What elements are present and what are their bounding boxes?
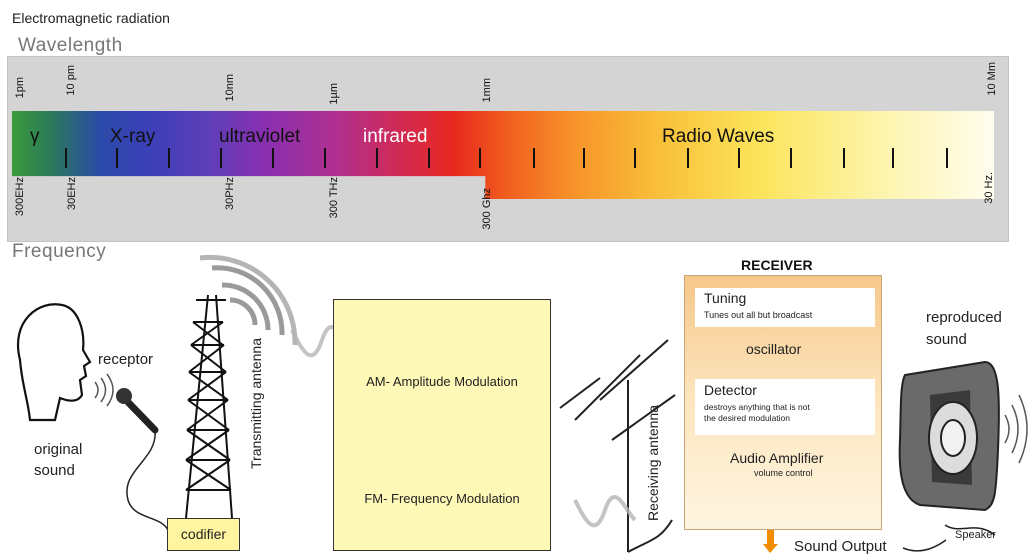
spectrum-tick [843,148,845,168]
band-radio-waves: Radio Waves [662,126,775,147]
spectrum-tick [272,148,274,168]
spectrum-tick [634,148,636,168]
spectrum-tick [116,148,118,168]
spectrum-tick [65,148,67,168]
detector-subtitle-line1: destroys anything that is not [704,402,810,412]
modulation-panel: AM- Amplitude Modulation FM- Frequency M… [333,299,551,551]
spectrum-tick [738,148,740,168]
tuning-subtitle: Tunes out all but broadcast [704,310,813,320]
detector-box [695,379,875,435]
spectrum-tick [583,148,585,168]
speaker-icon [898,360,1028,552]
reproduced-sound-label-line1: reproduced [926,309,1002,326]
receiver-title: RECEIVER [741,257,813,273]
spectrum-tick [946,148,948,168]
original-sound-label-line2: sound [34,462,75,479]
reproduced-sound-label-line2: sound [926,331,967,348]
diagram-title: Electromagnetic radiation [12,10,170,26]
am-label: AM- Amplitude Modulation [366,374,518,389]
receiving-antenna-label: Receiving antenna [645,405,661,521]
broadcast-rings-icon [199,254,298,346]
oscillator-label: oscillator [746,341,802,357]
band-gamma: γ [30,126,40,147]
band-infrared: infrared [363,126,428,147]
speaker-label: Speaker [955,529,996,541]
spectrum-tick [892,148,894,168]
tuning-box [695,288,875,327]
spectrum-tick [168,148,170,168]
detector-title: Detector [704,382,757,398]
volume-control-label: volume control [754,468,813,478]
transmitting-tower-icon [185,294,233,519]
receiving-antenna-icon [559,339,676,553]
transmitting-antenna-label: Transmitting antenna [248,338,264,469]
spectrum-tick [479,148,481,168]
spectrum-tick [376,148,378,168]
band-xray: X-ray [110,126,156,147]
spectrum-tick [324,148,326,168]
receptor-label: receptor [98,351,154,368]
sound-output-label: Sound Output [794,538,887,555]
sound-wave-icon [94,373,114,407]
band-ultraviolet: ultraviolet [219,126,301,147]
spectrum-tick [790,148,792,168]
spectrum-tick [220,148,222,168]
detector-subtitle-line2: the desired modulation [704,413,791,423]
spectrum-tick [687,148,689,168]
spectrum-tick [428,148,430,168]
receiver-box: Tuning Tunes out all but broadcast oscil… [684,275,882,530]
signal-wave-icon [573,495,637,528]
original-sound-label-line1: original [34,441,83,458]
head-icon [17,303,92,422]
audio-amplifier-label: Audio Amplifier [730,450,824,466]
codifier-box: codifier [167,518,240,551]
tuning-title: Tuning [704,290,747,306]
wavelength-label: Wavelength [18,35,123,56]
frequency-label: Frequency [12,241,107,262]
fm-label: FM- Frequency Modulation [364,491,520,506]
spectrum-tick [533,148,535,168]
microphone-icon [116,388,169,531]
